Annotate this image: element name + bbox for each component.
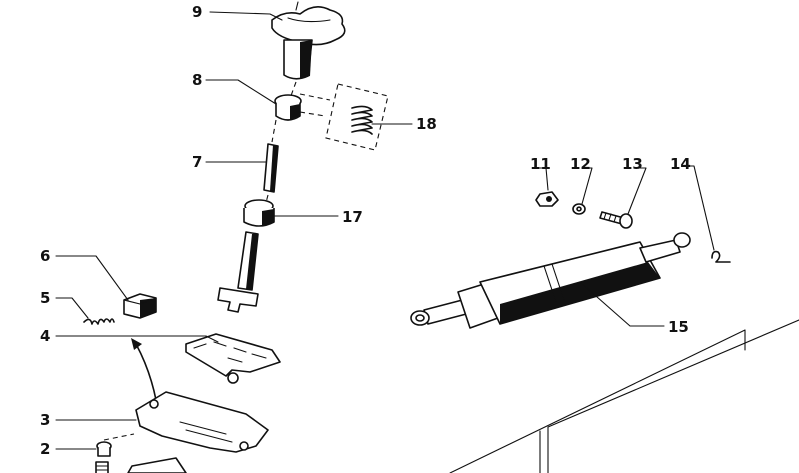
part-12-washer (572, 203, 586, 215)
part-18-spring (325, 83, 389, 151)
part-13-bolt (599, 211, 633, 229)
part-2-washer-bolt (95, 441, 112, 473)
callout-2: 2 (40, 440, 50, 458)
part-8-bushing (274, 94, 302, 121)
callout-14: 14 (670, 155, 691, 173)
callout-6: 6 (40, 247, 50, 265)
callout-4: 4 (40, 327, 50, 345)
callout-12: 12 (570, 155, 591, 173)
lower-cover-plate (127, 457, 187, 473)
callout-labels: 9 8 18 7 17 6 5 4 3 2 11 12 13 14 15 (40, 3, 715, 458)
part-4-detent-plate (185, 333, 281, 384)
callout-13: 13 (622, 155, 643, 173)
part-7-pin (263, 143, 279, 193)
callout-11: 11 (530, 155, 551, 173)
callout-17: 17 (342, 208, 363, 226)
part-15-damper (410, 232, 691, 329)
callout-15: 15 (668, 318, 689, 336)
callout-3: 3 (40, 411, 50, 429)
part-5-small-spring (83, 318, 115, 325)
callout-9: 9 (192, 3, 202, 21)
part-17-collar-shaft (217, 199, 275, 313)
callout-8: 8 (192, 71, 202, 89)
part-9-flange-bracket (271, 1, 346, 80)
callout-5: 5 (40, 289, 50, 307)
part-3-base-plate (103, 391, 269, 453)
callout-18: 18 (416, 115, 437, 133)
part-11-nut (535, 191, 559, 207)
part-14-clip (711, 250, 731, 263)
callout-7: 7 (192, 153, 202, 171)
assembly-arrow (131, 338, 157, 401)
floor-panel-lines (449, 319, 799, 473)
part-6-block (123, 293, 157, 319)
